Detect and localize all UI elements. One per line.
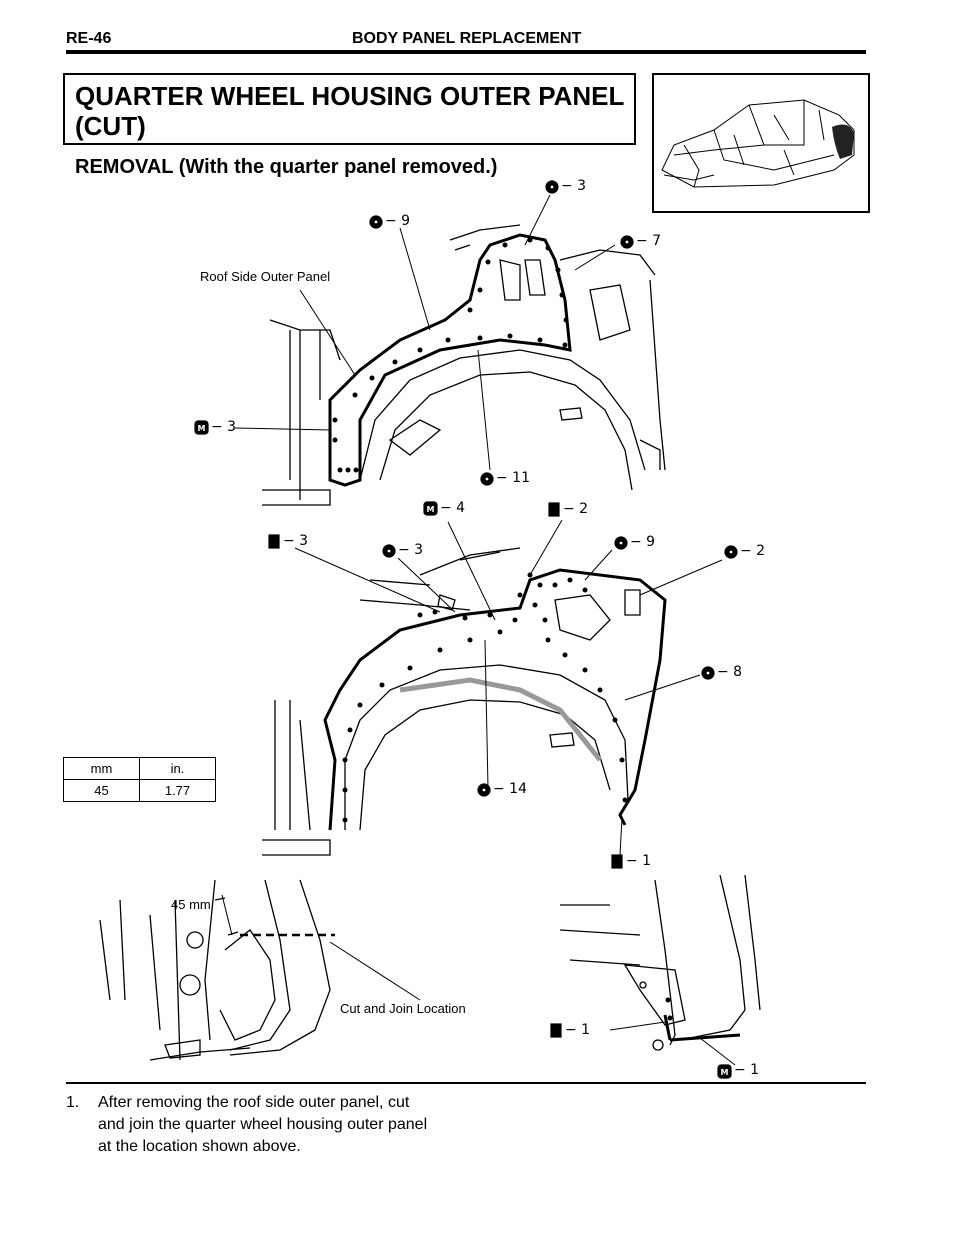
title-line-2: (CUT) [75, 111, 146, 141]
weld-count-d3-2: − 1 [734, 1062, 760, 1078]
weld-count-d2-3: − 3 [283, 533, 309, 549]
weld-count-d1-2: − 3 [561, 178, 587, 194]
step-text-line-1: After removing the roof side outer panel… [98, 1094, 410, 1111]
svg-text:M: M [721, 1068, 729, 1077]
weld-count-d2-2: − 2 [563, 501, 589, 517]
weld-count-d1-4: − 3 [211, 419, 237, 435]
table-header-mm: mm [63, 757, 140, 780]
table-header-row: mm in. [63, 757, 216, 780]
weld-count-d3-1: − 1 [565, 1022, 591, 1038]
roof-side-outer-panel-label: Roof Side Outer Panel [200, 269, 331, 284]
mig-weld-icon-d1 [194, 420, 209, 435]
weld-count-d1-1: − 9 [385, 213, 411, 229]
weld-count-d2-9: − 1 [626, 853, 652, 869]
weld-symbols: M M M [194, 180, 738, 1079]
weld-count-d2-6: − 2 [740, 543, 766, 559]
bolt-icon-d2-1 [548, 502, 560, 517]
step-text-line-3: at the location shown above. [98, 1138, 301, 1155]
mig-weld-icon-d3 [717, 1064, 732, 1079]
locator-illustration [652, 73, 870, 213]
table-cell-mm: 45 [63, 779, 140, 802]
weld-count-d2-7: − 8 [717, 664, 743, 680]
table-row: 45 1.77 [63, 779, 216, 802]
title-line-1: QUARTER WHEEL HOUSING OUTER PANEL [75, 81, 625, 111]
weld-count-d2-5: − 9 [630, 534, 656, 550]
svg-text:M: M [198, 424, 206, 433]
weld-count-d1-3: − 7 [636, 233, 662, 249]
weld-count-d2-8: − 14 [493, 781, 527, 797]
diagram-2 [262, 519, 723, 856]
bolt-icon-d3 [550, 1023, 562, 1038]
step-text-line-2: and join the quarter wheel housing outer… [98, 1116, 428, 1133]
cut-join-location-label: Cut and Join Location [340, 1001, 466, 1016]
weld-count-d2-4: − 3 [398, 542, 424, 558]
dimension-label: 45 mm [171, 897, 211, 912]
step-number: 1. [66, 1094, 80, 1111]
svg-text:M: M [427, 505, 435, 514]
header-rule [66, 50, 866, 54]
dimension-conversion-table: mm in. 45 1.77 [63, 757, 216, 802]
weld-count-d2-1: − 4 [440, 500, 466, 516]
section-subtitle: REMOVAL (With the quarter panel removed.… [75, 156, 498, 178]
title-box: QUARTER WHEEL HOUSING OUTER PANEL (CUT) [63, 73, 636, 145]
bolt-icon-d2-2 [268, 534, 280, 549]
table-cell-in: 1.77 [139, 779, 216, 802]
section-title: BODY PANEL REPLACEMENT [352, 30, 582, 47]
diagram-3 [99, 874, 761, 1066]
page-code: RE-46 [66, 30, 112, 47]
weld-count-d1-5: − 11 [496, 470, 530, 486]
diagram-1 [234, 194, 666, 506]
table-header-in: in. [139, 757, 216, 780]
mig-weld-icon-d2 [423, 501, 438, 516]
footer-rule [66, 1082, 866, 1084]
bolt-icon-d2-3 [611, 854, 623, 869]
car-body-icon [661, 99, 855, 188]
